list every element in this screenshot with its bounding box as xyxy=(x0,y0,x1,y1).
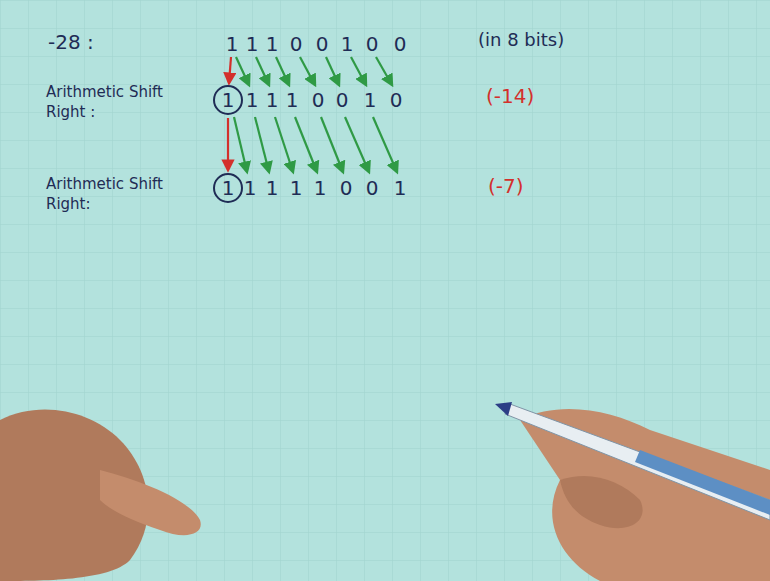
label-text: 1 xyxy=(246,32,259,56)
bit: 1 xyxy=(286,88,299,112)
width-note: (in 8 bits) xyxy=(478,28,564,52)
label-text: 0 xyxy=(394,32,407,56)
label-text: 0 xyxy=(316,32,329,56)
label-text: 1 xyxy=(286,88,299,112)
label-text: 1 xyxy=(266,32,279,56)
bit: 0 xyxy=(316,32,329,56)
label-text: 1 xyxy=(246,88,259,112)
label-text: (-7) xyxy=(488,174,524,198)
marker-pen xyxy=(495,402,770,520)
label-text: 1 xyxy=(226,32,239,56)
label-text: 1 xyxy=(364,88,377,112)
bit: 1 xyxy=(314,176,327,200)
bit: 0 xyxy=(340,176,353,200)
bit: 0 xyxy=(394,32,407,56)
bit: 1 xyxy=(222,176,235,200)
bit: 1 xyxy=(364,88,377,112)
sign-copy-arrow xyxy=(229,57,231,83)
label-text: 0 xyxy=(390,88,403,112)
label-text: (in 8 bits) xyxy=(478,29,564,50)
decimal-result: (-7) xyxy=(488,174,524,198)
bit: 1 xyxy=(341,32,354,56)
bit: 0 xyxy=(312,88,325,112)
bit: 1 xyxy=(394,176,407,200)
label-text: 1 xyxy=(314,176,327,200)
operation-label: Arithmetic Shift Right: xyxy=(46,174,164,214)
label-text: 0 xyxy=(336,88,349,112)
label-text: 0 xyxy=(340,176,353,200)
bit: 0 xyxy=(366,176,379,200)
bit: 1 xyxy=(222,88,235,112)
label-text: -28 : xyxy=(48,30,94,54)
label-text: 0 xyxy=(366,32,379,56)
bit: 1 xyxy=(266,176,279,200)
label-text: Arithmetic Shift Right: xyxy=(46,175,163,213)
bit: 1 xyxy=(226,32,239,56)
shift-arrows xyxy=(234,117,397,172)
label-text: 0 xyxy=(290,32,303,56)
value-label: -28 : xyxy=(48,30,94,54)
bit: 0 xyxy=(290,32,303,56)
bit: 1 xyxy=(266,32,279,56)
hand-left xyxy=(0,410,201,581)
sign-copy-arrow xyxy=(227,118,229,170)
bit: 1 xyxy=(246,32,259,56)
label-text: 1 xyxy=(266,176,279,200)
shift-arrows xyxy=(236,57,392,85)
bit: 0 xyxy=(366,32,379,56)
bit: 0 xyxy=(390,88,403,112)
label-text: 1 xyxy=(290,176,303,200)
bit: 1 xyxy=(290,176,303,200)
bit: 0 xyxy=(336,88,349,112)
bit: 1 xyxy=(246,88,259,112)
label-text: 1 xyxy=(341,32,354,56)
label-text: (-14) xyxy=(486,84,534,108)
label-text: Arithmetic Shift Right : xyxy=(46,83,163,121)
label-text: 1 xyxy=(266,88,279,112)
operation-label: Arithmetic Shift Right : xyxy=(46,82,164,122)
label-text: 1 xyxy=(394,176,407,200)
bit: 1 xyxy=(266,88,279,112)
label-text: 0 xyxy=(366,176,379,200)
circled-sign-bit: 1 xyxy=(213,85,243,115)
label-text: 0 xyxy=(312,88,325,112)
label-text: 1 xyxy=(244,176,257,200)
decimal-result: (-14) xyxy=(486,84,534,108)
bit: 1 xyxy=(244,176,257,200)
circled-sign-bit: 1 xyxy=(213,173,243,203)
